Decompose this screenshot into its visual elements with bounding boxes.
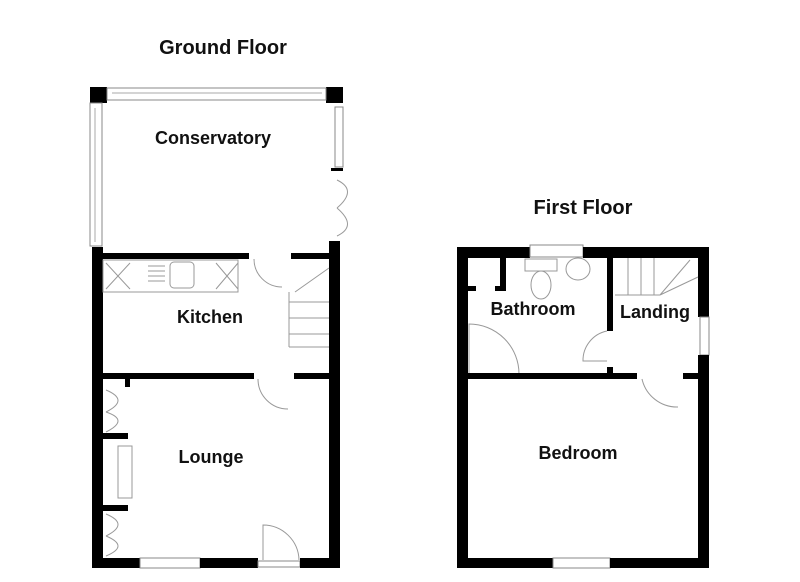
wall <box>103 433 128 439</box>
wall <box>468 373 637 379</box>
basin-icon <box>565 257 591 281</box>
kitchen-door[interactable] <box>253 258 283 288</box>
wall <box>468 286 476 291</box>
wall <box>291 253 329 259</box>
wall <box>92 247 103 568</box>
wall <box>683 373 698 379</box>
kitchen-units <box>102 259 239 293</box>
wall <box>331 168 343 171</box>
wall <box>495 286 506 291</box>
ground-floor-title: Ground Floor <box>159 37 287 59</box>
wall <box>294 373 329 379</box>
cupboard-door[interactable] <box>105 389 119 433</box>
sink-icon <box>169 261 195 289</box>
front-door-threshold <box>257 560 301 568</box>
bathroom-label: Bathroom <box>491 299 576 319</box>
staircase <box>288 267 330 348</box>
window <box>106 87 327 101</box>
first-floor-plan: First Floor Bathroom Landing Bedroom <box>457 197 710 569</box>
window <box>529 244 584 258</box>
wall <box>103 505 128 511</box>
wall <box>457 247 468 568</box>
cupboard-door[interactable] <box>105 513 119 557</box>
bedroom-label: Bedroom <box>538 443 617 463</box>
wall <box>607 258 613 331</box>
bathroom-door[interactable] <box>582 330 608 362</box>
front-door[interactable] <box>262 524 300 561</box>
fireplace <box>117 445 133 499</box>
wall <box>329 241 340 568</box>
wall <box>698 247 709 317</box>
staircase <box>615 258 699 296</box>
window <box>139 557 201 569</box>
wall <box>326 87 343 103</box>
window <box>699 316 710 356</box>
wall <box>103 373 254 379</box>
conservatory-french-door[interactable] <box>336 179 348 237</box>
wall <box>457 558 553 568</box>
first-floor-title: First Floor <box>534 197 633 219</box>
wall <box>90 87 107 103</box>
wall <box>92 558 140 568</box>
landing-label: Landing <box>620 302 690 322</box>
wall <box>500 258 506 288</box>
conservatory-label: Conservatory <box>155 128 271 148</box>
wall <box>103 253 249 259</box>
window <box>334 106 344 168</box>
corner-bath <box>468 323 520 375</box>
lounge-door[interactable] <box>257 378 289 410</box>
wall <box>610 558 709 568</box>
wall <box>698 355 709 568</box>
window <box>89 102 103 247</box>
window <box>552 557 611 569</box>
bedroom-door[interactable] <box>641 378 679 408</box>
wall <box>300 558 340 568</box>
wall <box>583 247 709 258</box>
wall <box>200 558 258 568</box>
kitchen-label: Kitchen <box>177 307 243 327</box>
ground-floor-plan: Ground Floor Conservatory Kitchen <box>89 37 348 569</box>
lounge-label: Lounge <box>179 447 244 467</box>
toilet-icon <box>530 270 552 300</box>
wall <box>457 247 530 258</box>
toilet-cistern <box>524 258 558 272</box>
wall <box>125 379 130 387</box>
